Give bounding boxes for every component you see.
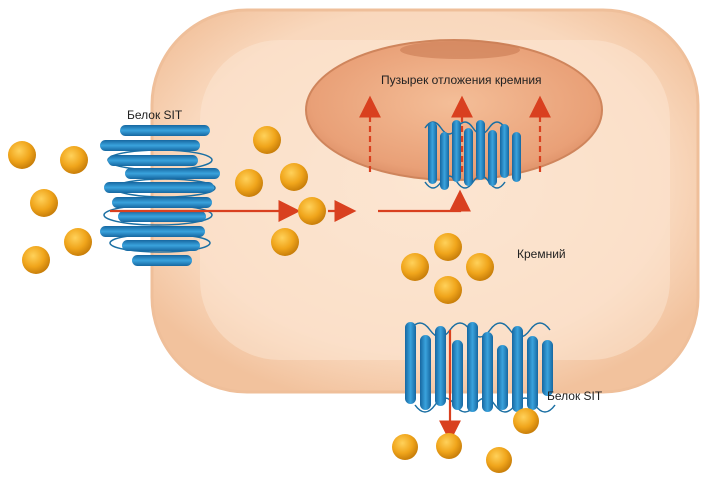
silicon-particle — [401, 253, 429, 281]
silicon-particle — [392, 434, 418, 460]
arrow-to-vesicle — [378, 189, 471, 213]
silicon-particle — [64, 228, 92, 256]
silicon-transport-arrows — [110, 95, 551, 443]
vesicle-top-texture — [400, 41, 520, 59]
sit-protein-left-label: Белок SIT — [127, 108, 183, 122]
silicon-particle — [22, 246, 50, 274]
silicon-particle — [513, 408, 539, 434]
silicon-particle — [253, 126, 281, 154]
silicon-particle — [434, 233, 462, 261]
silicon-particle — [8, 141, 36, 169]
silicon-particle — [486, 447, 512, 473]
silicon-particle — [298, 197, 326, 225]
silicon-particle — [235, 169, 263, 197]
silicon-particle — [280, 163, 308, 191]
silicon-particle — [436, 433, 462, 459]
silicon-particle — [30, 189, 58, 217]
sit-protein-bottom — [405, 322, 556, 413]
silicon-particle — [271, 228, 299, 256]
sit-protein-bottom-label: Белок SIT — [547, 389, 603, 403]
silicon-particle — [60, 146, 88, 174]
vesicle-label: Пузырек отложения кремния — [381, 73, 542, 87]
silicon-particle — [466, 253, 494, 281]
silicon-label: Кремний — [517, 247, 566, 261]
vesicle-sit-protein — [424, 120, 521, 190]
sit-protein-left — [100, 125, 220, 266]
silicon-particles — [8, 126, 539, 473]
silicon-particle — [434, 276, 462, 304]
